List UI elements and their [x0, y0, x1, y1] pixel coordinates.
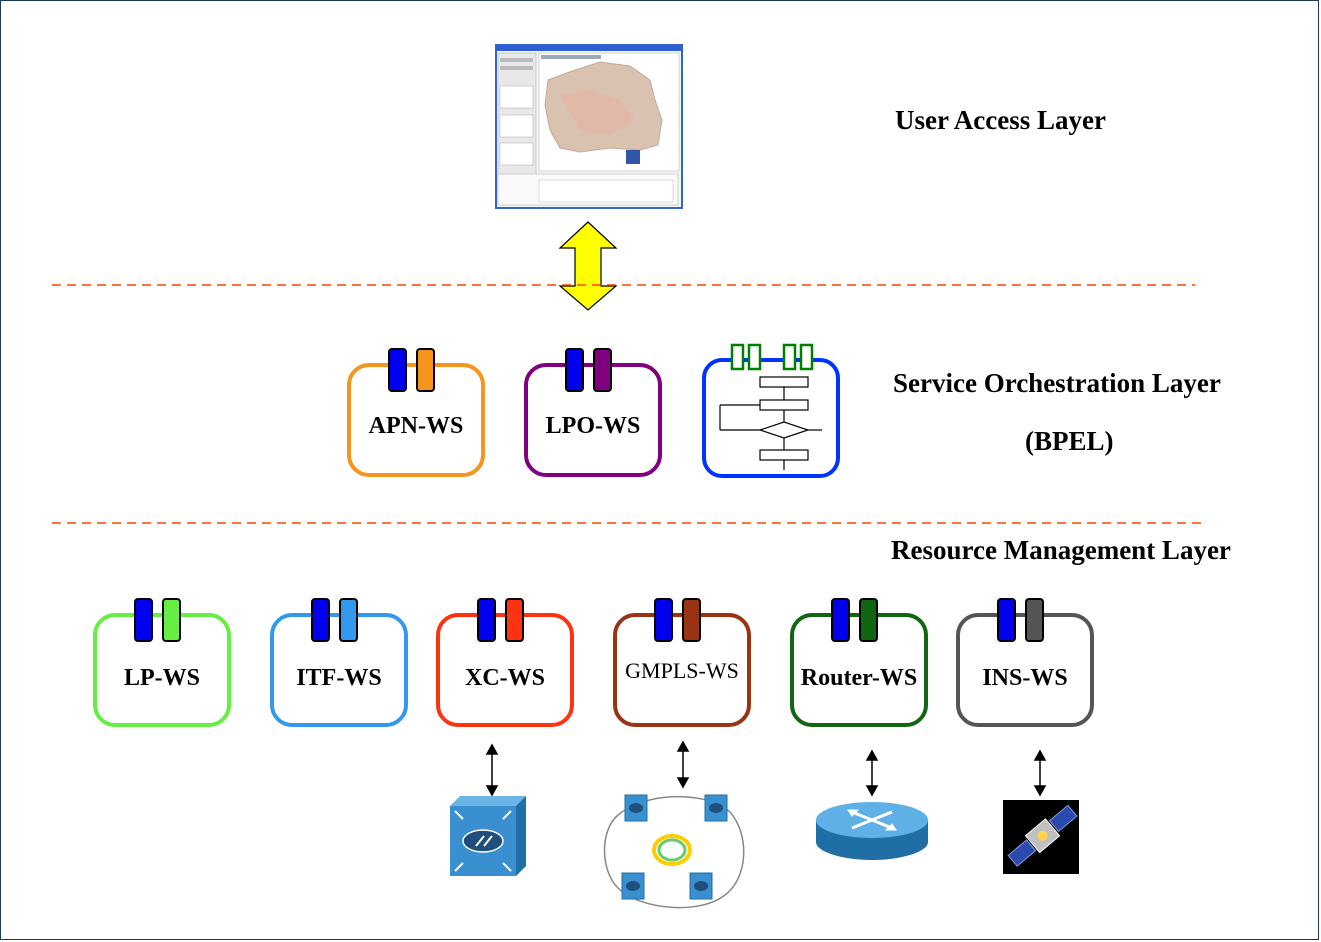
- ws-port-specific: [593, 348, 612, 392]
- resource-service-label: Router-WS: [800, 665, 918, 691]
- device-link-arrows: [485, 740, 1047, 797]
- ws-port-common: [831, 598, 850, 642]
- ws-port-common: [997, 598, 1016, 642]
- resource-service-1: [270, 598, 408, 727]
- user-access-layer-label: User Access Layer: [895, 105, 1106, 135]
- orchestration-service-label: APN-WS: [368, 413, 464, 439]
- orchestration-service-1: [524, 348, 662, 477]
- ws-port-common: [654, 598, 673, 642]
- resource-service-5: [956, 598, 1094, 727]
- orchestration-service-label: LPO-WS: [545, 413, 641, 439]
- ws-port-common: [311, 598, 330, 642]
- resource-management-layer-label: Resource Management Layer: [891, 535, 1231, 565]
- resource-service-3: [613, 598, 751, 727]
- satellite-icon: [1003, 800, 1079, 874]
- ws-port-specific: [1025, 598, 1044, 642]
- resource-service-0: [93, 598, 231, 727]
- router-icon: [816, 802, 928, 860]
- ws-port-common: [134, 598, 153, 642]
- resource-service-label: XC-WS: [464, 665, 545, 691]
- cross-connect-switch-icon: [450, 796, 526, 876]
- orchestration-service-0: [347, 348, 485, 477]
- resource-service-label: INS-WS: [982, 665, 1068, 691]
- gmpls-network-cloud-icon: [603, 794, 745, 909]
- resource-service-label: LP-WS: [123, 665, 200, 691]
- ws-port-common: [477, 598, 496, 642]
- resource-service-label: GMPLS-WS: [625, 658, 739, 683]
- ws-port-common: [388, 348, 407, 392]
- access-double-arrow: [558, 221, 618, 311]
- ws-port-specific: [505, 598, 524, 642]
- resource-service-label: ITF-WS: [296, 665, 382, 691]
- ws-port-specific: [162, 598, 181, 642]
- bpel-label: (BPEL): [1025, 426, 1114, 456]
- ws-port-specific: [416, 348, 435, 392]
- ws-port-specific: [859, 598, 878, 642]
- resource-service-2: [436, 598, 574, 727]
- gui-screenshot: [495, 44, 683, 209]
- bpel-port-pair-left: [730, 343, 762, 371]
- ws-port-specific: [339, 598, 358, 642]
- ws-port-specific: [682, 598, 701, 642]
- service-orchestration-layer-label: Service Orchestration Layer: [893, 368, 1221, 398]
- bpel-port-pair-right: [782, 343, 814, 371]
- ws-port-common: [565, 348, 584, 392]
- bpel-flowchart: [719, 376, 822, 470]
- bpel-workflow-service: [702, 343, 840, 478]
- resource-service-4: [790, 598, 928, 727]
